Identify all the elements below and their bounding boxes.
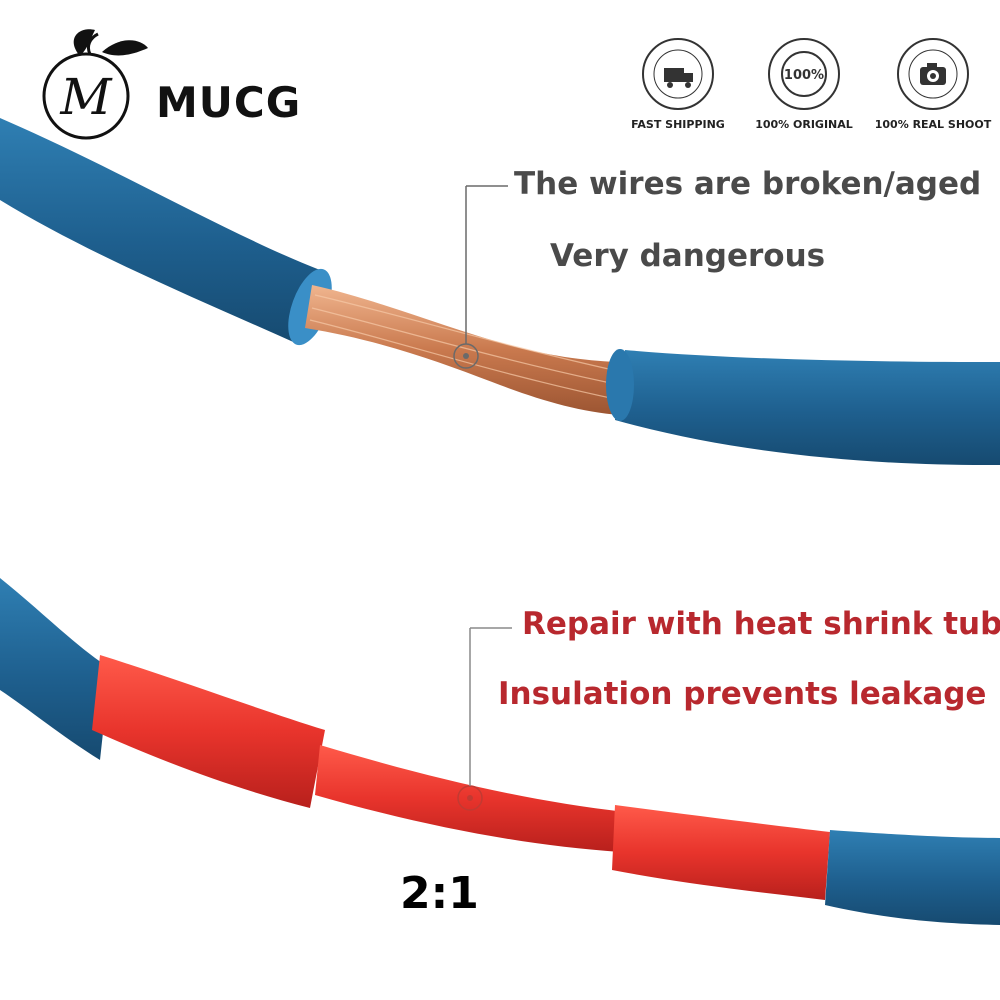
bottom-caption-repair: Repair with heat shrink tube [522, 606, 1000, 642]
badge-label: FAST SHIPPING [631, 118, 725, 131]
shrink-ratio-label: 2:1 [400, 868, 479, 919]
bottom-wire-left-insulation [0, 578, 110, 760]
badge-label: 100% ORIGINAL [755, 118, 853, 131]
heat-shrink-tube-right-sleeve [612, 805, 830, 900]
top-wire-right-end [606, 349, 634, 421]
badge-real-shoot: 100% REAL SHOOT [873, 36, 993, 131]
top-caption-broken-wires: The wires are broken/aged [514, 166, 982, 202]
percent-seal-icon: 100% [768, 38, 840, 110]
heat-shrink-tube-left-sleeve [92, 655, 325, 808]
bottom-caption-insulation: Insulation prevents leakage [498, 676, 987, 712]
seal-center-text: 100% [784, 68, 824, 83]
camera-icon [897, 38, 969, 110]
apple-leaf-logo: M [42, 29, 148, 140]
badge-label: 100% REAL SHOOT [874, 118, 992, 131]
top-wire-left-insulation [0, 118, 320, 345]
top-caption-dangerous: Very dangerous [550, 238, 826, 274]
top-wire-right-insulation [615, 350, 1000, 466]
logo-monogram: M [59, 68, 113, 126]
bottom-wire-right-insulation [825, 830, 1000, 925]
delivery-truck-icon [642, 38, 714, 110]
badge-original: 100% 100% ORIGINAL [744, 36, 864, 131]
brand-name: MUCG [156, 78, 302, 127]
badge-fast-shipping: FAST SHIPPING [618, 36, 738, 131]
